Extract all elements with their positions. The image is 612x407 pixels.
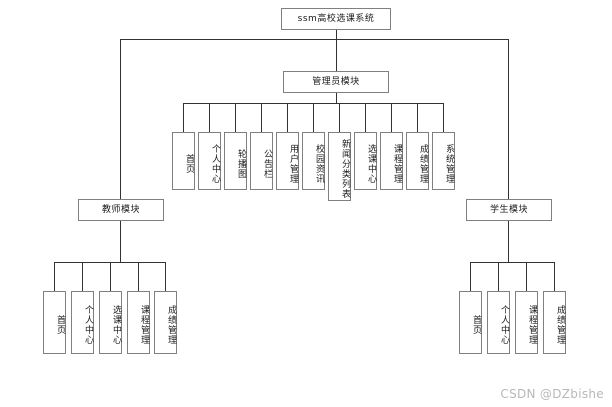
node-student-child-3-label: 课程管理	[527, 305, 537, 345]
connector-student-drop-4	[554, 262, 555, 291]
connector-student-drop-1	[470, 262, 471, 291]
connector-admin-drop-8	[365, 103, 366, 132]
node-root: ssm高校选课系统	[281, 8, 391, 30]
connector-admin-drop-11	[443, 103, 444, 132]
node-admin-child-3: 轮播图	[224, 132, 247, 190]
connector-root-to-student	[508, 39, 509, 199]
node-teacher-child-1-label: 首页	[55, 315, 65, 335]
node-admin-child-6: 校园资讯	[302, 132, 325, 190]
connector-root-bus	[120, 39, 509, 40]
connector-teacher-drop-5	[165, 262, 166, 291]
node-teacher-module: 教师模块	[78, 199, 164, 221]
connector-student-drop-3	[526, 262, 527, 291]
node-admin-child-4: 公告栏	[250, 132, 273, 190]
node-student-child-2-label: 个人中心	[499, 305, 509, 345]
connector-teacher-drop-1	[54, 262, 55, 291]
node-teacher-child-4: 课程管理	[127, 291, 150, 354]
node-admin-child-9-label: 课程管理	[392, 143, 402, 184]
node-admin-child-11: 系统管理	[432, 132, 455, 190]
node-teacher-child-5: 成绩管理	[154, 291, 177, 354]
node-student-module: 学生模块	[466, 199, 552, 221]
connector-root-to-teacher	[120, 39, 121, 199]
connector-student-drop-2	[498, 262, 499, 291]
connector-admin-drop-3	[235, 103, 236, 132]
node-admin-child-5: 用户管理	[276, 132, 299, 190]
connector-teacher-drop-2	[82, 262, 83, 291]
node-teacher-child-1: 首页	[43, 291, 66, 354]
node-student-child-4-label: 成绩管理	[555, 305, 565, 345]
node-admin-child-1: 首页	[172, 132, 195, 190]
node-admin-child-3-label: 轮播图	[236, 148, 246, 179]
connector-root-to-admin	[336, 39, 337, 71]
node-teacher-child-3: 选课中心	[99, 291, 122, 354]
node-admin-child-1-label: 首页	[184, 153, 194, 174]
connector-admin-drop-9	[391, 103, 392, 132]
node-student-child-1: 首页	[459, 291, 482, 354]
connector-admin-stem	[336, 93, 337, 103]
node-teacher-child-4-label: 课程管理	[139, 305, 149, 345]
connector-student-stem	[508, 221, 509, 262]
connector-admin-drop-5	[287, 103, 288, 132]
node-admin-child-2-label: 个人中心	[210, 143, 220, 184]
node-teacher-child-3-label: 选课中心	[111, 305, 121, 345]
node-student-child-3: 课程管理	[515, 291, 538, 354]
node-admin-child-7: 新闻分类列表	[328, 132, 351, 201]
node-admin-module: 管理员模块	[283, 71, 389, 93]
node-root-label: ssm高校选课系统	[297, 13, 375, 24]
node-admin-child-11-label: 系统管理	[444, 143, 454, 184]
node-student-child-4: 成绩管理	[543, 291, 566, 354]
connector-teacher-stem	[120, 221, 121, 262]
node-admin-child-10: 成绩管理	[406, 132, 429, 190]
connector-admin-drop-10	[417, 103, 418, 132]
node-admin-child-4-label: 公告栏	[262, 148, 272, 179]
connector-teacher-bus	[54, 262, 165, 263]
node-admin-child-5-label: 用户管理	[288, 143, 298, 184]
node-teacher-child-2: 个人中心	[71, 291, 94, 354]
connector-teacher-drop-4	[138, 262, 139, 291]
node-admin-child-2: 个人中心	[198, 132, 221, 190]
watermark: CSDN @DZbishe	[500, 387, 604, 401]
node-admin-child-7-label: 新闻分类列表	[340, 139, 350, 199]
connector-admin-drop-7	[339, 103, 340, 132]
node-teacher-child-5-label: 成绩管理	[166, 305, 176, 345]
node-admin-child-6-label: 校园资讯	[314, 143, 324, 184]
node-student-module-label: 学生模块	[489, 204, 528, 215]
node-admin-child-10-label: 成绩管理	[418, 143, 428, 184]
node-teacher-child-2-label: 个人中心	[83, 305, 93, 345]
connector-root-stem	[336, 30, 337, 39]
node-admin-module-label: 管理员模块	[312, 76, 360, 87]
node-admin-child-8: 选课中心	[354, 132, 377, 190]
connector-student-bus	[470, 262, 554, 263]
connector-admin-drop-2	[209, 103, 210, 132]
node-admin-child-8-label: 选课中心	[366, 143, 376, 184]
node-teacher-module-label: 教师模块	[101, 204, 140, 215]
node-student-child-2: 个人中心	[487, 291, 510, 354]
node-admin-child-9: 课程管理	[380, 132, 403, 190]
connector-admin-drop-4	[261, 103, 262, 132]
node-student-child-1-label: 首页	[471, 315, 481, 335]
connector-teacher-drop-3	[110, 262, 111, 291]
connector-admin-drop-1	[183, 103, 184, 132]
connector-admin-drop-6	[313, 103, 314, 132]
